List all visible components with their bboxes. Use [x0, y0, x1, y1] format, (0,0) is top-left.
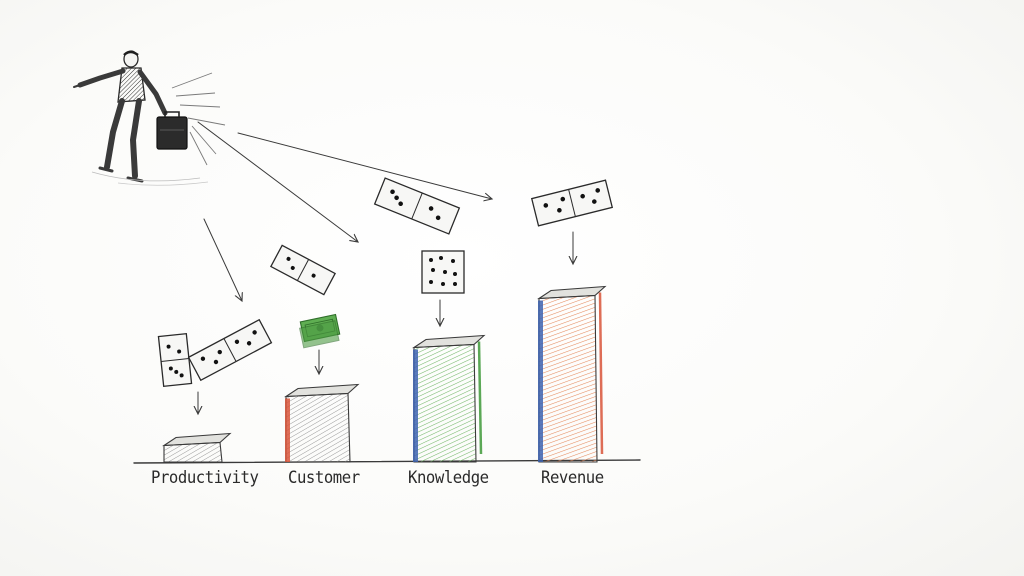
arrow-icon — [237, 132, 492, 199]
bars-group — [162, 285, 607, 463]
bar-edge-right — [598, 292, 604, 455]
category-label-knowledge: Knowledge — [408, 468, 489, 488]
bar-edge-left — [538, 300, 543, 462]
bar-edge-left — [285, 398, 290, 462]
drop-arrows — [198, 231, 573, 414]
bar-front — [285, 392, 351, 463]
domino-icon — [421, 250, 465, 294]
bar-revenue — [537, 285, 607, 463]
bar-front — [413, 343, 477, 463]
bar-knowledge — [412, 334, 486, 463]
domino-icon — [269, 244, 337, 296]
domino-icon — [373, 177, 461, 235]
bar-productivity — [162, 432, 232, 463]
bar-front — [538, 294, 598, 463]
domino-icon — [530, 179, 614, 227]
category-label-revenue: Revenue — [541, 468, 604, 488]
arrow-icon — [197, 121, 358, 242]
bar-front — [163, 441, 223, 463]
motion-lines — [171, 72, 226, 166]
arrow-icon — [203, 218, 242, 301]
briefcase-icon — [156, 111, 188, 150]
category-label-productivity: Productivity — [151, 468, 259, 488]
businessman-icon — [73, 50, 209, 186]
domino-icon — [157, 332, 193, 388]
bar-edge-right — [477, 341, 483, 455]
trajectory-arrows — [197, 121, 492, 301]
bar-customer — [284, 383, 360, 463]
category-label-customer: Customer — [288, 468, 360, 488]
bar-edge-left — [413, 349, 418, 462]
domino-icon — [187, 318, 273, 382]
money-icon — [299, 313, 341, 349]
